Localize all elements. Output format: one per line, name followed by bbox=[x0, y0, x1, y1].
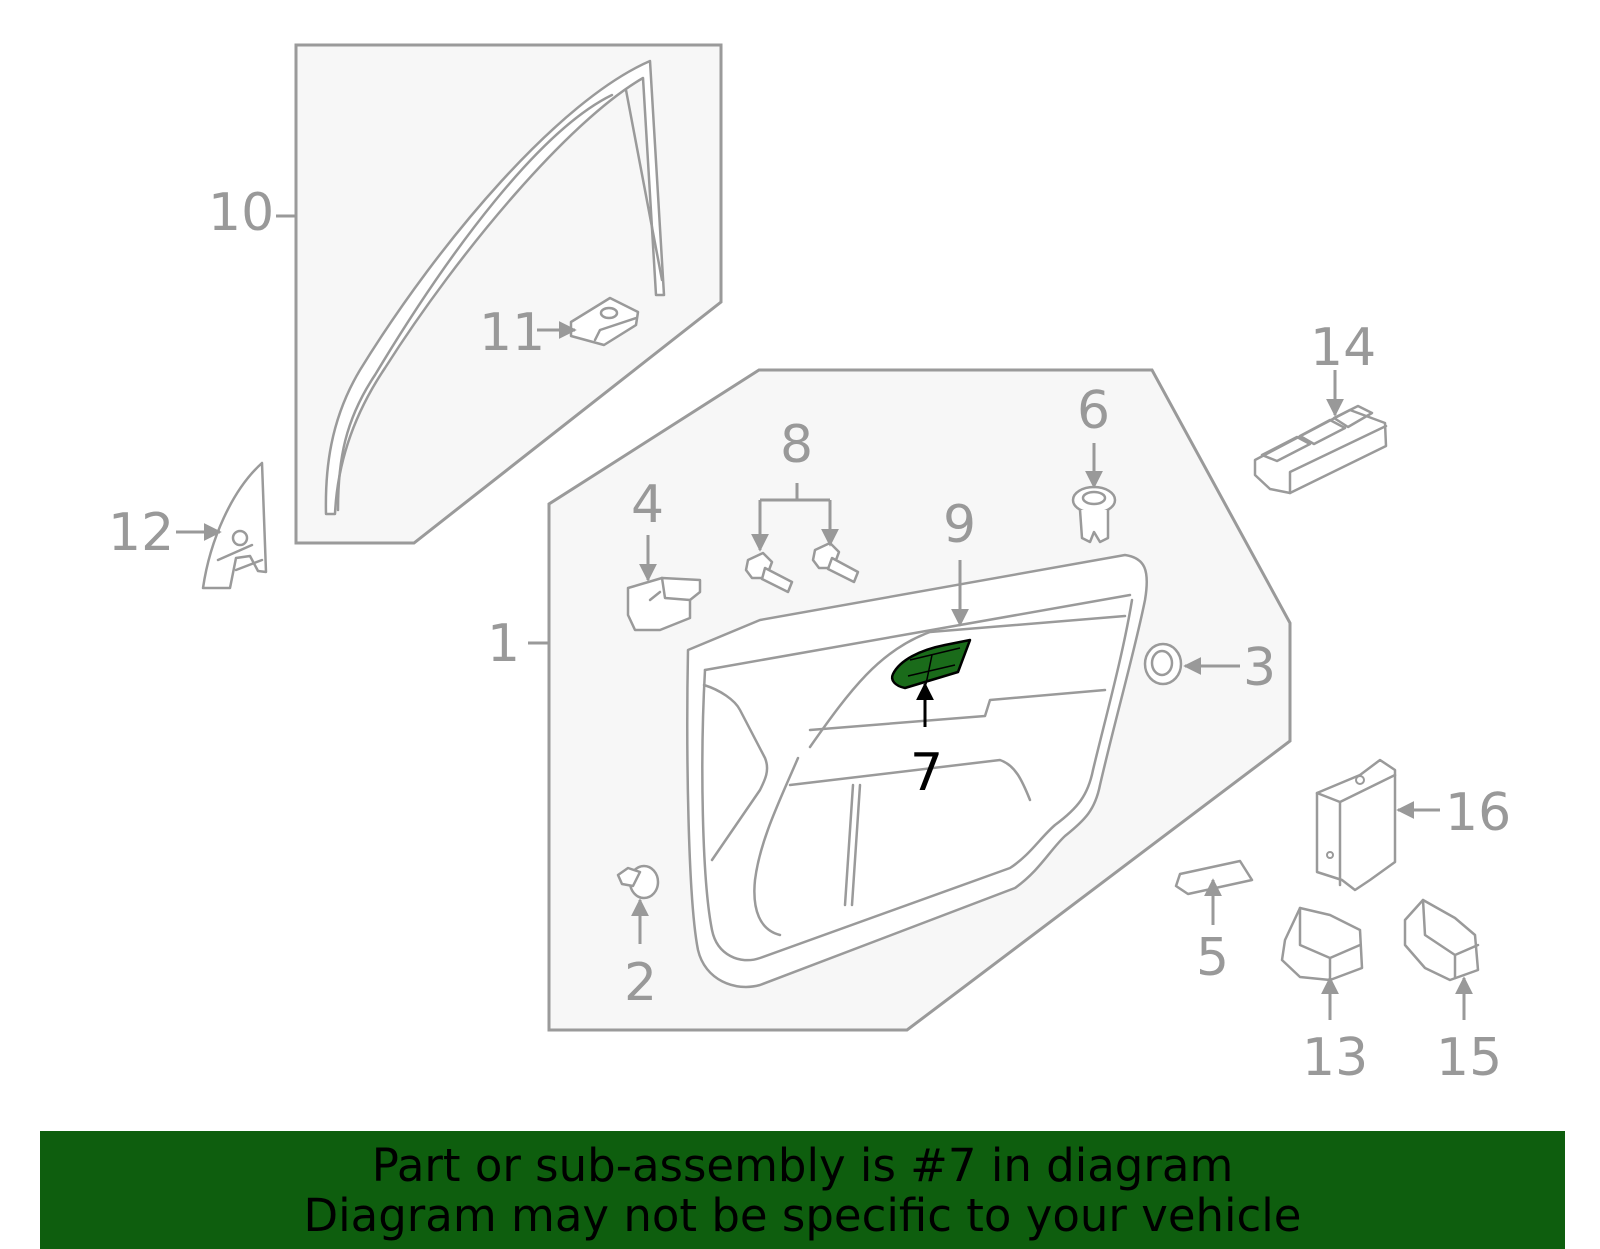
callout-15: 15 bbox=[1436, 1028, 1502, 1088]
callout-10: 10 bbox=[208, 183, 274, 243]
callout-11: 11 bbox=[479, 303, 545, 363]
part-6-clip[interactable] bbox=[1071, 485, 1117, 544]
panel-window-trim bbox=[294, 43, 723, 545]
callout-14: 14 bbox=[1310, 318, 1376, 378]
banner-line-disclaimer: Diagram may not be specific to your vehi… bbox=[303, 1189, 1302, 1242]
part-3-grommet[interactable] bbox=[1143, 642, 1183, 686]
callout-13: 13 bbox=[1302, 1028, 1368, 1088]
callout-8: 8 bbox=[780, 415, 813, 475]
callout-5: 5 bbox=[1196, 928, 1229, 988]
callout-6: 6 bbox=[1077, 381, 1110, 441]
callout-2: 2 bbox=[624, 953, 657, 1013]
part-4-bracket[interactable] bbox=[626, 576, 702, 632]
leader-lines bbox=[176, 214, 1473, 1020]
part-2-clip[interactable] bbox=[616, 864, 660, 900]
part-12-corner-trim[interactable] bbox=[201, 461, 268, 590]
part-16-control-module[interactable] bbox=[1315, 758, 1397, 892]
callout-12: 12 bbox=[108, 503, 174, 563]
part-13-switch[interactable] bbox=[1280, 906, 1364, 982]
part-9-door-panel[interactable] bbox=[686, 553, 1149, 989]
banner-line-part: Part or sub-assembly is #7 in diagram bbox=[371, 1139, 1234, 1192]
info-banner: Part or sub-assembly is #7 in diagram Di… bbox=[40, 1131, 1565, 1249]
part-14-window-switch[interactable] bbox=[1253, 404, 1388, 495]
callout-9: 9 bbox=[943, 495, 976, 555]
callout-1: 1 bbox=[487, 614, 520, 674]
callout-4: 4 bbox=[631, 475, 664, 535]
callout-16: 16 bbox=[1445, 783, 1511, 843]
part-7-pull-handle[interactable] bbox=[890, 638, 972, 690]
callout-7: 7 bbox=[910, 743, 943, 803]
part-15-switch[interactable] bbox=[1403, 898, 1480, 982]
part-10-window-garnish[interactable] bbox=[324, 59, 666, 516]
callout-labels: 10 11 12 14 8 6 4 9 1 3 7 16 2 5 13 15 bbox=[108, 183, 1511, 1088]
callout-3: 3 bbox=[1243, 638, 1276, 698]
